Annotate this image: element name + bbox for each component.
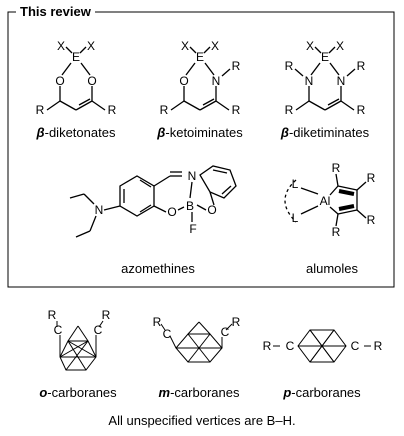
svg-text:R: R [374,339,383,353]
svg-text:B: B [186,199,194,213]
label-diketiminates: β-diketiminates [280,125,370,140]
svg-text:E: E [196,50,204,64]
svg-text:R: R [36,103,45,117]
svg-text:C: C [221,325,230,339]
structure-azomethine-labels: N N O B O F [95,169,217,236]
svg-text:C: C [286,339,295,353]
svg-text:R: R [232,59,241,73]
svg-text:R: R [102,308,111,322]
svg-text:N: N [305,74,314,88]
structure-m-carborane [160,321,233,363]
structure-p-carborane-labels: R C C R [263,339,383,353]
svg-text:C: C [94,323,103,337]
svg-text:R: R [357,59,366,73]
svg-text:R: R [367,171,376,185]
svg-text:R: R [232,103,241,117]
structure-alumole-bold-bonds [338,189,355,211]
svg-text:R: R [48,308,57,322]
svg-text:F: F [189,222,196,236]
structure-alumole-labels: L L Al R R R R [292,161,376,239]
review-title: This review [16,4,95,20]
structure-azomethine [69,165,237,238]
svg-text:E: E [72,50,80,64]
label-m-carboranes: m-carboranes [158,385,240,400]
svg-text:R: R [332,225,341,239]
svg-text:Al: Al [320,194,331,208]
review-frame [7,11,395,288]
svg-text:X: X [336,39,344,53]
svg-text:R: R [160,103,169,117]
svg-text:X: X [57,39,65,53]
svg-text:C: C [351,339,360,353]
svg-text:X: X [181,39,189,53]
svg-text:X: X [211,39,219,53]
svg-text:X: X [306,39,314,53]
svg-text:N: N [337,74,346,88]
svg-text:C: C [54,323,63,337]
svg-text:R: R [285,103,294,117]
svg-text:R: R [153,315,162,329]
structure-diketonate-labels: X X E O O R R [36,39,117,117]
structure-ketoiminate [170,46,231,111]
svg-text:R: R [232,315,241,329]
structure-m-carborane-labels: C C R R [153,315,241,341]
svg-text:O: O [179,74,188,88]
structure-o-carborane [56,320,104,371]
svg-text:O: O [55,74,64,88]
structure-diketonate [46,46,106,111]
label-p-carboranes: p-carboranes [283,385,361,400]
label-alumoles: alumoles [305,261,359,276]
label-ketoiminates: β-ketoiminates [157,125,243,140]
svg-text:N: N [95,203,104,217]
svg-text:R: R [108,103,117,117]
svg-text:R: R [285,59,294,73]
svg-text:N: N [188,169,197,183]
svg-text:O: O [207,203,216,217]
svg-text:N: N [212,74,221,88]
svg-text:O: O [167,205,176,219]
label-azomethines: azomethines [121,261,195,276]
structure-p-carborane [273,329,371,363]
svg-text:R: R [332,161,341,175]
svg-text:R: R [367,213,376,227]
svg-text:O: O [87,74,96,88]
footnote: All unspecified vertices are B–H. [108,413,296,428]
label-o-carboranes: o-carboranes [39,385,117,400]
svg-text:C: C [163,327,172,341]
svg-text:L: L [292,211,299,225]
structure-diketiminate [294,46,356,111]
svg-text:L: L [292,177,299,191]
structure-ketoiminate-labels: X X E O N R R R [160,39,241,117]
structure-o-carborane-labels: C C R R [48,308,111,337]
structure-alumole [284,173,367,227]
svg-text:R: R [263,339,272,353]
svg-text:R: R [357,103,366,117]
svg-text:E: E [321,50,329,64]
structure-diketiminate-labels: X X E N N R R R R [285,39,366,117]
label-diketonates: β-diketonates [36,125,116,140]
svg-text:X: X [87,39,95,53]
